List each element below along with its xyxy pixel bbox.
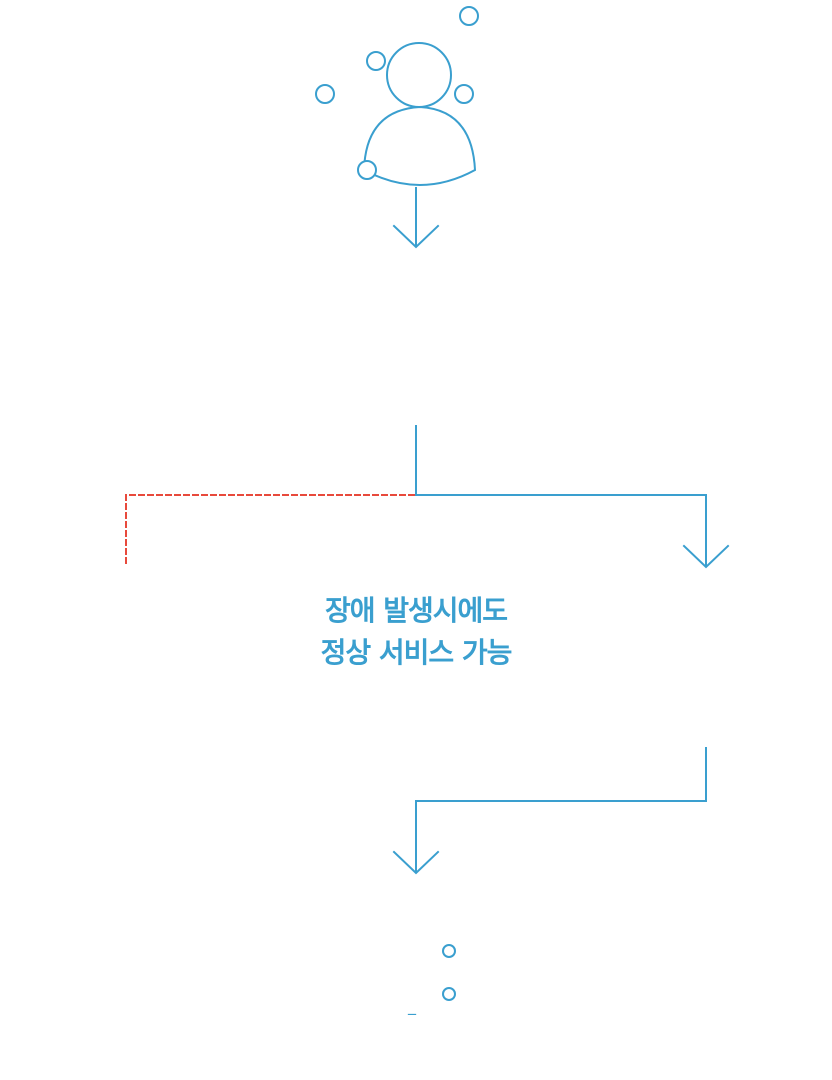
bottom-dot xyxy=(442,987,456,1001)
user-head xyxy=(386,42,452,108)
bottom-mark: _ xyxy=(407,996,417,1016)
split-connector xyxy=(415,425,707,567)
orbit-dot xyxy=(357,160,377,180)
user-icon xyxy=(315,6,479,186)
user-body xyxy=(362,105,477,186)
orbit-dot xyxy=(459,6,479,26)
arrow-head xyxy=(392,850,440,875)
caption-line-1: 장애 발생시에도 xyxy=(324,594,508,627)
arrow-head xyxy=(682,544,730,569)
down-arrow-icon xyxy=(392,850,440,875)
caption-line-2: 정상 서비스 가능 xyxy=(320,636,513,669)
orbit-dot xyxy=(454,84,474,104)
down-arrow-icon xyxy=(682,544,730,569)
merge-connector xyxy=(415,747,707,873)
orbit-dot xyxy=(366,51,386,71)
down-arrow-icon xyxy=(392,187,440,249)
caption: 장애 발생시에도 정상 서비스 가능 xyxy=(216,590,616,674)
arrow-head xyxy=(392,224,440,249)
bottom-dot xyxy=(442,944,456,958)
orbit-dot xyxy=(315,84,335,104)
failure-path xyxy=(125,494,415,567)
